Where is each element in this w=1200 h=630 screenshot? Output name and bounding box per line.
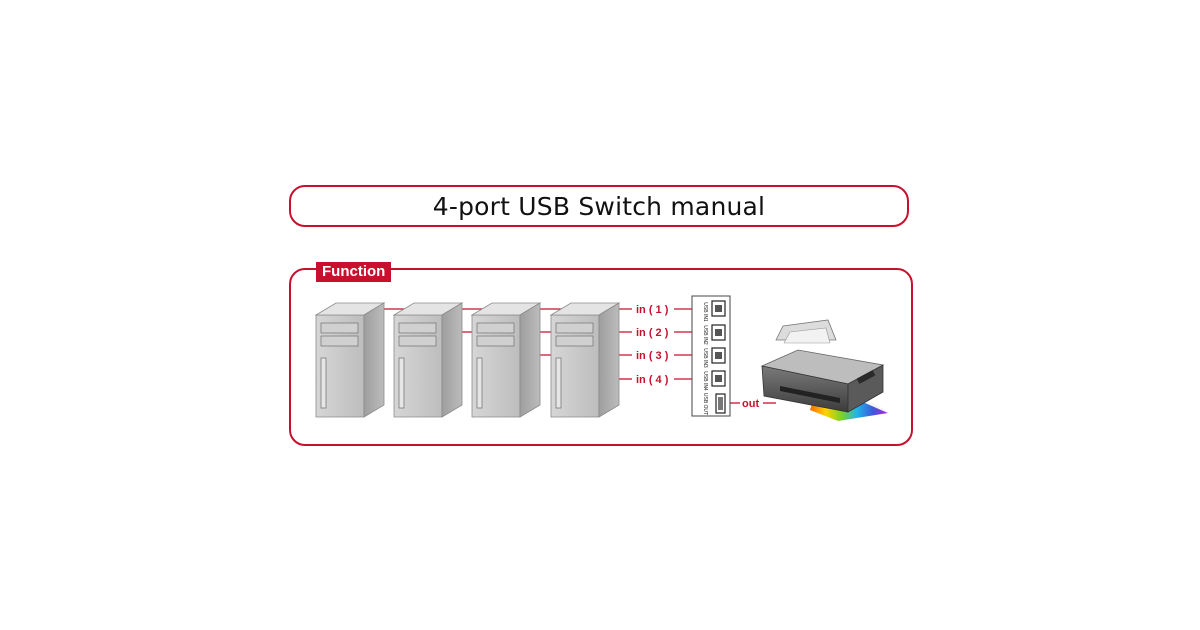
- input-label-3: in ( 3 ): [636, 350, 669, 362]
- function-panel: [289, 268, 913, 446]
- usb-port-label-out: USB OUT: [702, 393, 708, 415]
- usb-port-out: USB OUT: [702, 393, 726, 415]
- input-label-4: in ( 4 ): [636, 374, 669, 386]
- usb-switch-icon: USB IN1 USB IN2 USB IN3 USB IN4 USB OUT: [691, 295, 731, 417]
- usb-port-label-in1: USB IN1: [702, 302, 708, 322]
- computer-tower-icon: [549, 302, 621, 418]
- output-label: out: [742, 398, 759, 410]
- input-label-1: in ( 1 ): [636, 304, 669, 316]
- title-box: 4-port USB Switch manual: [289, 185, 909, 227]
- usb-port-label-in4: USB IN4: [702, 371, 708, 391]
- page-title: 4-port USB Switch manual: [432, 191, 766, 221]
- usb-port-in2: USB IN2: [702, 324, 726, 345]
- computer-tower-icon: [392, 302, 464, 418]
- computer-tower-icon: [314, 302, 386, 418]
- printer-icon: [760, 319, 888, 421]
- input-label-2: in ( 2 ): [636, 327, 669, 339]
- section-tab: Function: [316, 262, 392, 282]
- usb-port-in1: USB IN1: [702, 300, 726, 322]
- usb-port-in4: USB IN4: [702, 370, 726, 391]
- computer-tower-icon: [470, 302, 542, 418]
- usb-port-label-in2: USB IN2: [702, 325, 708, 345]
- usb-port-in3: USB IN3: [702, 347, 726, 368]
- usb-port-label-in3: USB IN3: [702, 348, 708, 368]
